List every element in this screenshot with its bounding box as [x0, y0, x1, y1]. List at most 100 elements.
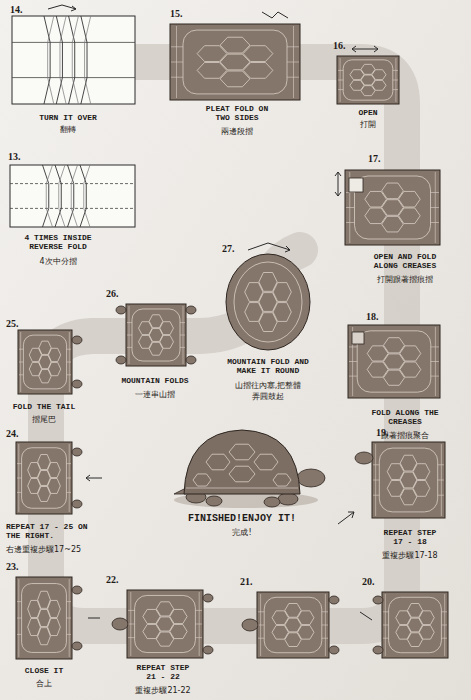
turtle-head — [297, 469, 325, 487]
shell-plate — [29, 362, 41, 375]
pleat-arrow — [262, 12, 288, 18]
shell-plate — [419, 611, 434, 625]
shell-plate — [273, 474, 291, 486]
folded-model — [170, 24, 300, 100]
paper-sheet — [10, 165, 135, 227]
turn-arrow — [71, 6, 76, 11]
step-caption: TURN IT OVER — [13, 113, 123, 122]
step-13-figure — [10, 165, 135, 227]
shell-plate — [48, 362, 60, 375]
shell-plate — [170, 624, 187, 638]
pleat-fold — [68, 165, 74, 227]
shell-plate — [229, 466, 255, 482]
step-27-figure — [226, 254, 310, 350]
shell-plate — [193, 474, 211, 486]
turtle-leg — [373, 596, 383, 604]
crease-line — [180, 347, 185, 348]
step-16-figure — [337, 56, 399, 104]
crease-line — [383, 611, 389, 612]
step-23-figure — [16, 577, 82, 659]
turtle-leg — [72, 336, 82, 344]
step-number: 22. — [106, 574, 136, 585]
crease-line — [171, 46, 183, 47]
crease-line — [258, 611, 264, 612]
step-26-figure — [116, 304, 196, 366]
shell-plate — [197, 46, 227, 62]
pleat-fold — [60, 16, 66, 104]
open-arrow — [352, 49, 378, 50]
shell-plate — [413, 464, 430, 480]
crease-line — [66, 478, 71, 479]
shell-plate — [206, 454, 230, 470]
step-caption: OPEN AND FOLD ALONG CREASES — [365, 252, 445, 270]
crease-line — [17, 478, 22, 479]
shell-plate — [28, 463, 41, 478]
turtle-head — [242, 619, 258, 631]
crease-line — [438, 464, 444, 465]
crease-line — [66, 463, 71, 464]
shell-outline — [379, 448, 437, 512]
pleat-fold — [59, 165, 65, 227]
crease-line — [441, 625, 447, 626]
folded-model — [382, 592, 448, 658]
turtle-leg — [206, 496, 222, 506]
step-caption-zh: 完成! — [202, 527, 282, 538]
crease-line — [287, 46, 299, 47]
fold-arrow — [360, 612, 372, 620]
step-caption-zh: 重複步驟21-22 — [123, 685, 203, 696]
rounded-shell — [226, 254, 310, 350]
shell-plate — [48, 600, 61, 617]
crease-line — [66, 618, 71, 619]
turtle-leg — [186, 356, 196, 364]
turtle-leg — [186, 306, 196, 314]
turn-arrow — [48, 5, 76, 9]
crease-line — [431, 361, 439, 362]
shell-plate — [398, 191, 420, 207]
folded-model — [18, 330, 72, 394]
crease-line — [287, 62, 299, 63]
step-25-figure — [18, 330, 82, 394]
step-21-figure — [242, 592, 339, 658]
shell-plate — [350, 70, 364, 80]
turtle-head — [112, 618, 128, 630]
step-caption: FOLD THE TAIL — [4, 402, 84, 411]
pleat-fold — [85, 16, 91, 104]
shell-plate — [139, 322, 153, 335]
folded-model — [127, 590, 203, 658]
step-number: 24. — [6, 428, 36, 439]
step-number: 15. — [170, 8, 200, 19]
shell-plate — [372, 70, 386, 80]
round-arrow — [285, 246, 290, 252]
crease-line — [438, 480, 444, 481]
turtle-leg — [329, 596, 339, 604]
turtle-leg — [116, 356, 126, 364]
crease-line — [17, 618, 22, 619]
crease-line — [180, 335, 185, 336]
crease-line — [128, 624, 135, 625]
crease-line — [431, 346, 439, 347]
crease-line — [66, 634, 71, 635]
pleat-fold — [55, 165, 61, 227]
step-caption: MOUNTAIN FOLDS — [115, 376, 195, 385]
turtle-leg — [373, 646, 383, 654]
shell-plate — [48, 348, 60, 361]
step-caption-zh: 4次中分摺 — [13, 256, 103, 267]
shell-plate — [419, 625, 434, 639]
crease-line — [127, 347, 132, 348]
crease-line — [19, 349, 23, 350]
step-number: 18. — [366, 311, 396, 322]
shell-plate — [273, 283, 291, 302]
crease-line — [431, 376, 439, 377]
shell-outline — [355, 176, 431, 239]
crease-line — [19, 374, 23, 375]
turtle-leg — [72, 500, 82, 508]
crease-line — [393, 70, 398, 71]
open-pocket — [349, 178, 363, 192]
step-number: 19. — [376, 427, 406, 438]
pleat-fold — [69, 16, 75, 104]
shell-plate — [229, 444, 255, 460]
step-number: 14. — [10, 4, 40, 15]
shell-plate — [48, 463, 61, 478]
crease-line — [258, 625, 264, 626]
shell-plate — [254, 454, 278, 470]
